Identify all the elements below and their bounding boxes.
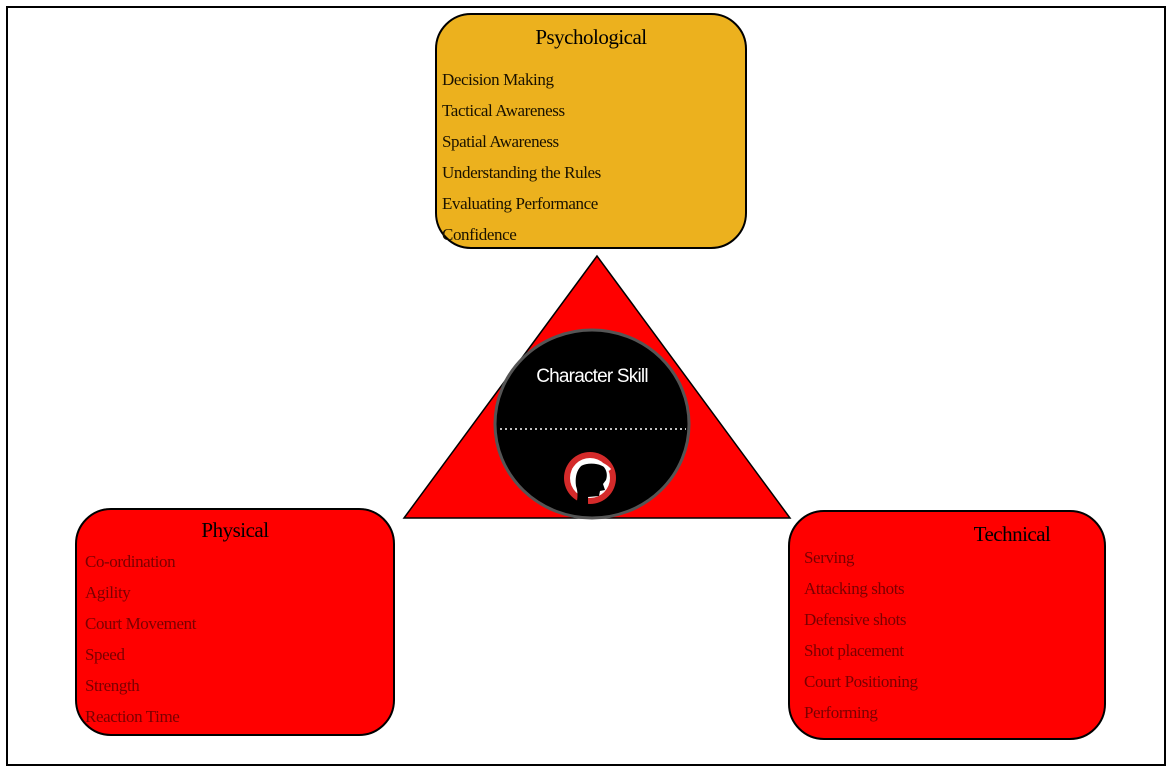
list-item: Evaluating Performance: [442, 194, 598, 213]
head-logo-icon: [564, 452, 616, 505]
list-item: Understanding the Rules: [442, 163, 601, 182]
psychological-box: Psychological Decision Making Tactical A…: [435, 13, 747, 249]
physical-list: Co-ordination Agility Court Movement Spe…: [85, 546, 196, 732]
list-item: Defensive shots: [804, 610, 907, 629]
list-item: Confidence: [442, 225, 517, 244]
technical-list: Serving Attacking shots Defensive shots …: [804, 542, 918, 728]
character-circle: [493, 328, 691, 520]
list-item: Court Positioning: [804, 672, 918, 691]
center-label: Character Skill: [536, 366, 648, 387]
list-item: Strength: [85, 676, 140, 695]
list-item: Shot placement: [804, 641, 904, 660]
list-item: Spatial Awareness: [442, 132, 559, 151]
list-item: Reaction Time: [85, 707, 180, 726]
list-item: Speed: [85, 645, 125, 664]
list-item: Serving: [804, 548, 855, 567]
list-item: Decision Making: [442, 70, 554, 89]
list-item: Co-ordination: [85, 552, 176, 571]
technical-title: Technical: [973, 522, 1051, 546]
technical-box: Technical Serving Attacking shots Defens…: [788, 510, 1106, 740]
psychological-list: Decision Making Tactical Awareness Spati…: [442, 64, 601, 250]
list-item: Tactical Awareness: [442, 101, 565, 120]
list-item: Agility: [85, 583, 131, 602]
list-item: Attacking shots: [804, 579, 905, 598]
physical-box: Physical Co-ordination Agility Court Mov…: [75, 508, 395, 736]
list-item: Court Movement: [85, 614, 197, 633]
list-item: Performing: [804, 703, 878, 722]
physical-title: Physical: [201, 518, 269, 542]
psychological-title: Psychological: [535, 25, 647, 49]
